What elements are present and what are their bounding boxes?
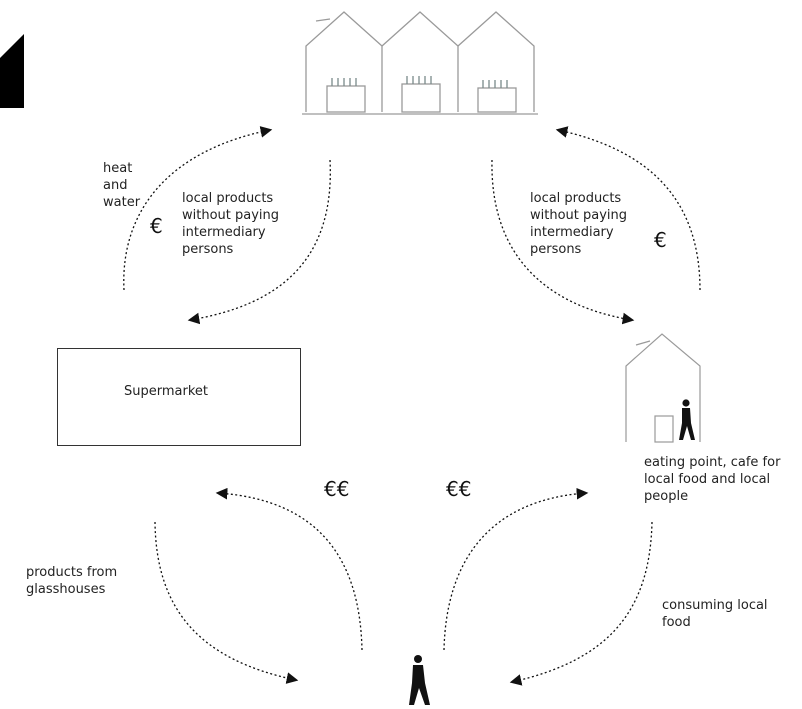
arrow-person-to-cafe <box>443 487 589 651</box>
arrow-supermarket-to-person <box>154 521 299 684</box>
arrow-person-to-supermarket <box>215 487 363 651</box>
arrow-cafe-to-person <box>509 521 653 686</box>
greenhouses-icon <box>302 11 538 115</box>
walking-person-icon-cafe <box>679 399 695 440</box>
cafe-house-icon <box>625 333 701 443</box>
walking-person-icon-bottom <box>409 655 430 705</box>
local-products-right-label: local products without paying intermedia… <box>530 191 628 257</box>
euro-double-left-symbol: €€ <box>324 477 350 501</box>
consuming-local-food-label: consuming local food <box>662 598 768 630</box>
eating-point-label: eating point, cafe for local food and lo… <box>644 455 781 504</box>
local-products-left-label: local products without paying intermedia… <box>182 191 280 257</box>
euro-right-symbol: € <box>654 228 667 252</box>
euro-left-symbol: € <box>150 214 163 238</box>
supermarket-label: Supermarket <box>124 384 208 399</box>
products-glasshouses-label: products from glasshouses <box>26 565 118 597</box>
heat-water-label: heat and water <box>103 161 141 210</box>
supermarket-box <box>57 348 301 446</box>
corner-marker-shape <box>0 34 24 108</box>
euro-double-right-symbol: €€ <box>446 477 472 501</box>
arrow-greenhouse-to-cafe <box>491 159 635 325</box>
arrow-cafe-to-greenhouse <box>555 126 701 291</box>
